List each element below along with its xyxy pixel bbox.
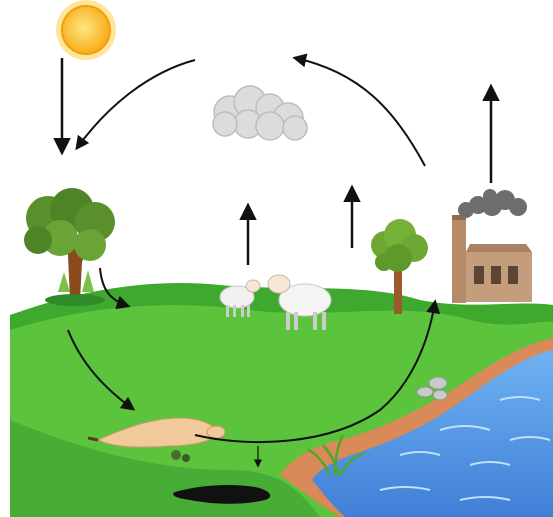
- sheep-small: [219, 279, 261, 317]
- arrow-tree-left-to-ground: [99, 267, 131, 310]
- arrow-tree-left-to-dead-animal: [67, 329, 136, 411]
- arrows: [53, 53, 500, 468]
- arrow-dead-animal-to-tree-right: [194, 299, 441, 444]
- sheep-icon: [219, 274, 332, 330]
- grass-tuft: [307, 434, 366, 476]
- cow-icon: [87, 417, 226, 462]
- rocks: [416, 376, 448, 401]
- tree-right-icon: [371, 219, 428, 314]
- smoke-icon: [458, 189, 527, 218]
- sun-icon: [56, 0, 116, 60]
- water: [312, 350, 553, 517]
- oil-deposit-icon: [173, 484, 271, 504]
- tree-left-icon: [24, 188, 115, 306]
- cloud-icon: [212, 85, 308, 141]
- factory-icon: [452, 215, 532, 303]
- sheep-large: [267, 274, 332, 330]
- arrow-atmosphere-to-tree: [75, 59, 196, 151]
- arrow-tree-right-to-atmosphere: [292, 53, 426, 167]
